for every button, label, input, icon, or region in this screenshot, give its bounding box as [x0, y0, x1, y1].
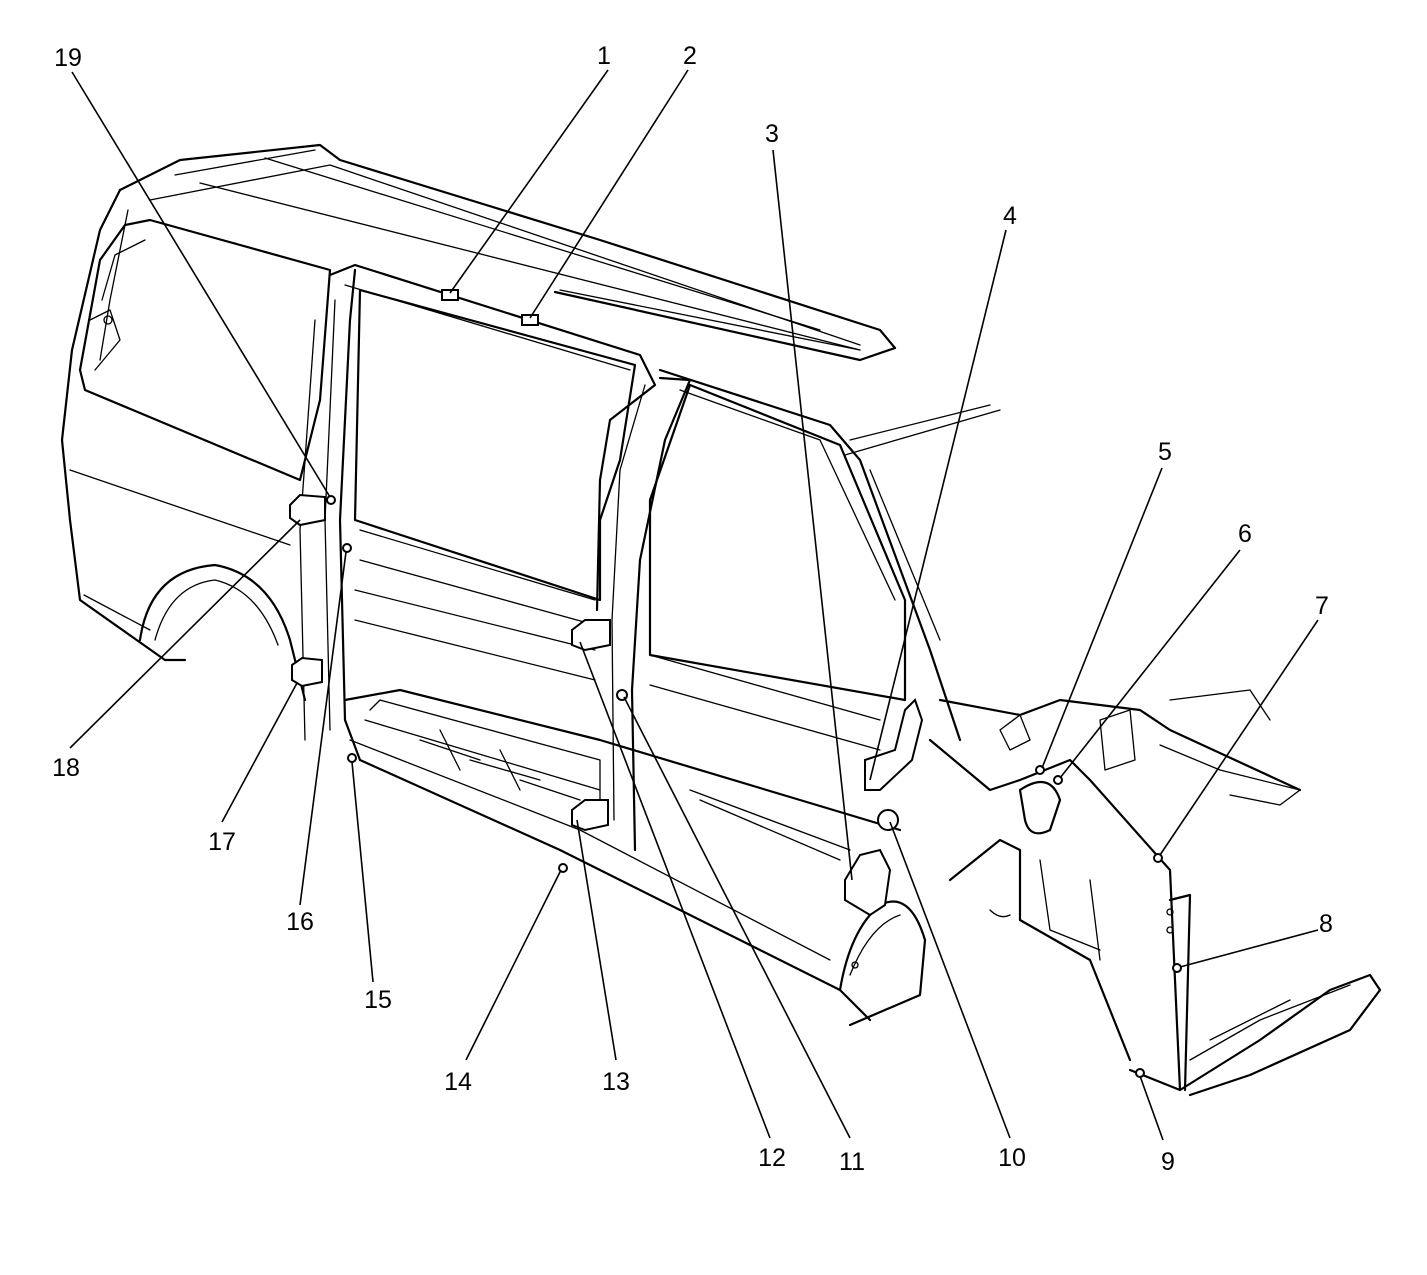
- callout-5: 5: [1158, 438, 1172, 466]
- callout-10: 10: [998, 1144, 1026, 1172]
- callout-2: 2: [683, 42, 697, 70]
- callout-4: 4: [1003, 202, 1017, 230]
- roof-rail-bracket-2: [521, 314, 539, 326]
- callout-17: 17: [208, 828, 236, 856]
- callout-labels: 1 2 3 4 5 6 7 8 9 10 11 12 13 14 15 16 1…: [52, 42, 1333, 1176]
- sliding-door-hinge-upper: [289, 493, 326, 527]
- a-pillar-hinge-lower: [844, 848, 892, 917]
- callout-14: 14: [444, 1068, 472, 1096]
- callout-7: 7: [1315, 592, 1329, 620]
- callout-18: 18: [52, 754, 80, 782]
- callout-8: 8: [1319, 910, 1333, 938]
- callout-11: 11: [839, 1148, 865, 1176]
- callout-19: 19: [54, 44, 82, 72]
- door-check-10: [877, 809, 899, 831]
- callout-9: 9: [1161, 1148, 1175, 1176]
- callout-13: 13: [602, 1068, 630, 1096]
- bolt-9: [1135, 1068, 1145, 1078]
- leader-lines: [69, 69, 1319, 1141]
- callout-6: 6: [1238, 520, 1252, 548]
- parts: [289, 289, 1182, 1078]
- callout-12: 12: [758, 1144, 786, 1172]
- a-pillar-hinge-upper: [864, 698, 924, 791]
- callout-16: 16: [286, 908, 314, 936]
- bumper-15: [347, 753, 357, 763]
- bolt-8: [1172, 963, 1182, 973]
- bolt-19: [326, 495, 336, 505]
- roof-rail-bracket-1: [441, 289, 459, 301]
- van-body-outline: [60, 143, 1382, 1097]
- callout-15: 15: [364, 986, 392, 1014]
- callout-1: 1: [597, 42, 611, 70]
- bolt-7: [1153, 853, 1163, 863]
- bolt-16: [342, 543, 352, 553]
- callout-3: 3: [765, 120, 779, 148]
- front-door-hinge-upper: [571, 619, 611, 652]
- front-door-hinge-lower: [571, 799, 609, 832]
- sliding-door-hinge-lower: [291, 656, 323, 688]
